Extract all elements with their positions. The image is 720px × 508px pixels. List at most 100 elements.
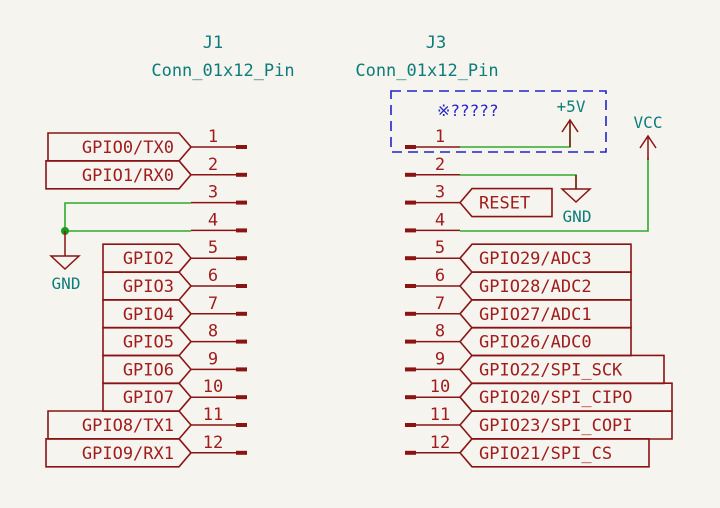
pin-number: 1 [435,127,445,147]
pin-number: 3 [435,183,445,203]
pin-number: 5 [208,238,218,258]
net-label[interactable]: GPIO6 [123,360,174,380]
j3-reference: J3 [426,33,446,53]
hierarchical-label-box [102,354,193,385]
wire [64,202,191,232]
pin-number: 7 [208,294,218,314]
pin-number: 12 [430,433,450,453]
net-label[interactable]: RESET [479,194,530,214]
j1-pin[interactable]: 3 [191,183,247,205]
net-label[interactable]: GPIO8/TX1 [82,416,174,436]
hierarchical-label-box [458,271,632,301]
pin-number: 2 [208,155,218,175]
pin-number: 6 [208,266,218,286]
pin-number: 3 [208,183,218,203]
pin-number: 4 [208,210,218,230]
hierarchical-label-box [458,410,673,440]
net-label[interactable]: GPIO3 [123,277,174,297]
pin-number: 12 [203,433,223,453]
hierarchical-label-box [45,437,193,468]
dnp-box [390,90,607,153]
net-label[interactable]: GPIO9/RX1 [82,444,174,464]
net-label[interactable]: GPIO29/ADC3 [479,249,592,269]
hierarchical-label-box [458,187,553,218]
j3-pin[interactable]: 4 [405,210,460,233]
net-label[interactable]: GPIO2 [123,249,174,269]
net-label[interactable]: GPIO28/ADC2 [479,277,592,297]
pin-number: 4 [435,210,445,230]
j3-pin[interactable]: 2 [405,155,460,177]
pin-number: 5 [435,238,445,258]
pin-number: 10 [203,377,223,397]
hierarchical-label-box [458,354,665,385]
hierarchical-label-box [45,160,193,190]
net-label[interactable]: GPIO1/RX0 [82,166,174,186]
plus5v-arrow-icon [561,118,579,133]
pin-number: 11 [430,405,450,425]
j3-power-nets: ※????? +5V GND VCC [390,90,662,232]
pin-number: 2 [435,155,445,175]
j3-pin[interactable]: 1 [405,127,460,149]
hierarchical-label-box [102,382,193,413]
net-label[interactable]: GPIO5 [123,333,174,353]
net-label[interactable]: GPIO22/SPI_SCK [479,360,623,380]
gnd-icon [560,188,592,204]
net-label[interactable]: GPIO7 [123,388,174,408]
j1-gnd-net: GND [49,202,191,293]
net-label[interactable]: GPIO20/SPI_CIPO [479,388,633,408]
hierarchical-label-box [102,298,193,329]
net-label[interactable]: GPIO27/ADC1 [479,305,592,325]
hierarchical-label-box [102,271,193,301]
hierarchical-label-box [458,382,673,413]
j1-reference: J1 [203,33,223,53]
plus5v-label: +5V [557,97,586,116]
connector-j1[interactable]: 1GPIO0/TX02GPIO1/RX0345GPIO26GPIO37GPIO4… [45,127,247,468]
net-label[interactable]: GPIO0/TX0 [82,138,174,158]
pin-number: 1 [208,127,218,147]
hierarchical-label-box [458,326,632,357]
hierarchical-label-box [458,298,632,329]
wire [460,120,571,148]
pin-number: 9 [208,349,218,369]
net-label[interactable]: GPIO21/SPI_CS [479,444,612,464]
connector-j3[interactable]: 123RESET45GPIO29/ADC36GPIO28/ADC27GPIO27… [405,127,673,468]
j1-pin[interactable]: 4 [191,210,247,233]
hierarchical-label-box [102,326,193,357]
wire [460,174,577,189]
net-label[interactable]: GPIO23/SPI_COPI [479,416,633,436]
j1-value: Conn_01x12_Pin [151,61,294,81]
pin-number: 8 [208,322,218,342]
j3-value: Conn_01x12_Pin [355,61,498,81]
j1-gnd-label: GND [52,274,81,293]
pin-number: 8 [435,322,445,342]
gnd-icon [49,255,81,271]
net-label[interactable]: GPIO4 [123,305,174,325]
hierarchical-label-box [458,243,632,274]
pin-number: 7 [435,294,445,314]
pin-number: 6 [435,266,445,286]
net-label[interactable]: GPIO26/ADC0 [479,333,592,353]
pin-number: 10 [430,377,450,397]
hierarchical-label-box [458,437,650,468]
hierarchical-label-box [47,132,193,162]
